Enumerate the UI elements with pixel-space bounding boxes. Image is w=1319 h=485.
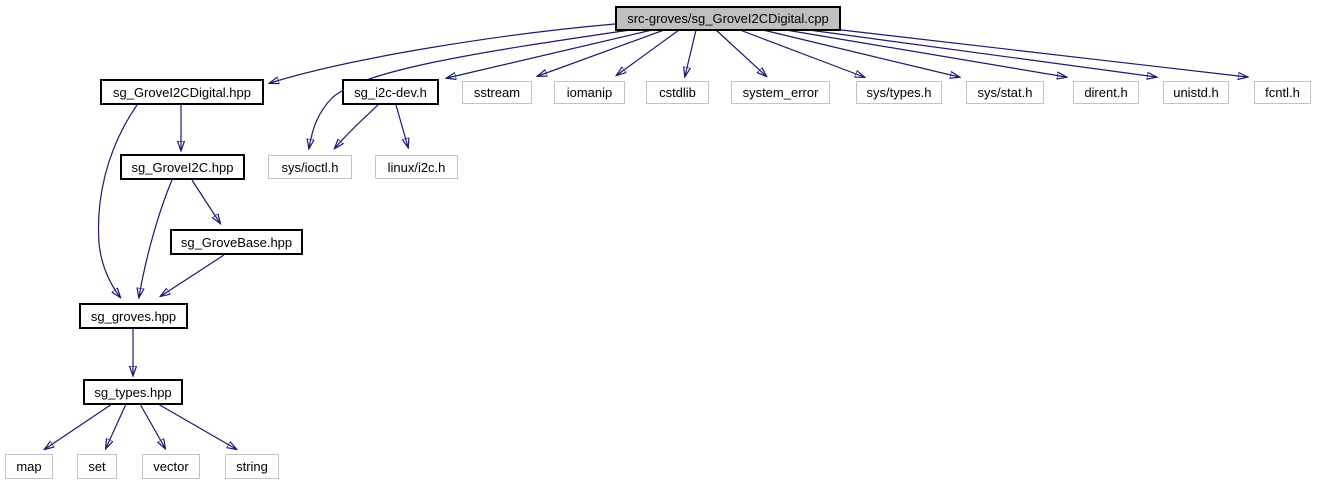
node-sg-grovebase-hpp[interactable]: sg_GroveBase.hpp bbox=[170, 229, 303, 255]
node-sg-types-hpp[interactable]: sg_types.hpp bbox=[83, 379, 183, 405]
node-sg-grovei2cdigital-hpp[interactable]: sg_GroveI2CDigital.hpp bbox=[100, 79, 264, 105]
node-vector: vector bbox=[142, 454, 200, 479]
edge-root-to-grove-i2c-digital-hpp bbox=[270, 23, 616, 83]
edge-root-to-sstream bbox=[538, 29, 665, 76]
edge-root-to-dirent bbox=[785, 29, 1066, 77]
node-dirent-h: dirent.h bbox=[1073, 81, 1139, 104]
edge-root-to-unistd bbox=[808, 29, 1156, 77]
node-fcntl-h: fcntl.h bbox=[1254, 81, 1311, 104]
node-string: string bbox=[225, 454, 279, 479]
node-map: map bbox=[5, 454, 53, 479]
edge-sg-i2c-dev-to-sys-ioctl bbox=[335, 104, 379, 148]
node-sys-ioctl-h: sys/ioctl.h bbox=[268, 155, 352, 179]
node-sys-stat-h: sys/stat.h bbox=[966, 81, 1044, 104]
edge-root-to-sys-types bbox=[739, 29, 864, 77]
edge-sg-types-to-map bbox=[45, 403, 113, 449]
edge-sg-types-to-vector bbox=[139, 403, 165, 448]
node-cstdlib: cstdlib bbox=[646, 81, 709, 104]
edge-root-to-sg-i2c-dev bbox=[447, 29, 653, 78]
edge-grove-i2c-hpp-to-sg-groves bbox=[139, 179, 173, 297]
edge-sg-types-to-set bbox=[106, 403, 127, 448]
node-system-error: system_error bbox=[731, 81, 830, 104]
edge-grove-i2c-hpp-to-grove-base bbox=[191, 179, 220, 223]
node-src-groves-sg-grovei2cdigital-cpp: src-groves/sg_GroveI2CDigital.cpp bbox=[615, 6, 841, 31]
edge-root-to-iomanip bbox=[617, 29, 680, 75]
node-set: set bbox=[77, 454, 117, 479]
edge-hpp-to-sg-groves bbox=[97, 104, 138, 297]
edge-root-to-system-error bbox=[715, 29, 766, 76]
node-sg-grovei2c-hpp[interactable]: sg_GroveI2C.hpp bbox=[120, 154, 245, 180]
edge-sg-i2c-dev-to-linux-i2c bbox=[395, 104, 408, 147]
node-sg-i2c-dev-h[interactable]: sg_i2c-dev.h bbox=[342, 79, 439, 105]
node-sg-groves-hpp[interactable]: sg_groves.hpp bbox=[79, 303, 188, 329]
node-iomanip: iomanip bbox=[554, 81, 625, 104]
edge-grove-base-to-sg-groves bbox=[161, 254, 225, 296]
edge-sg-types-to-string bbox=[157, 403, 236, 449]
node-sys-types-h: sys/types.h bbox=[856, 81, 942, 104]
edge-root-to-fcntl bbox=[832, 28, 1247, 77]
edge-root-to-sys-stat bbox=[762, 29, 959, 77]
node-sstream: sstream bbox=[462, 81, 532, 104]
node-unistd-h: unistd.h bbox=[1163, 81, 1229, 104]
edge-root-to-cstdlib bbox=[685, 29, 697, 76]
node-linux-i2c-h: linux/i2c.h bbox=[375, 155, 458, 179]
